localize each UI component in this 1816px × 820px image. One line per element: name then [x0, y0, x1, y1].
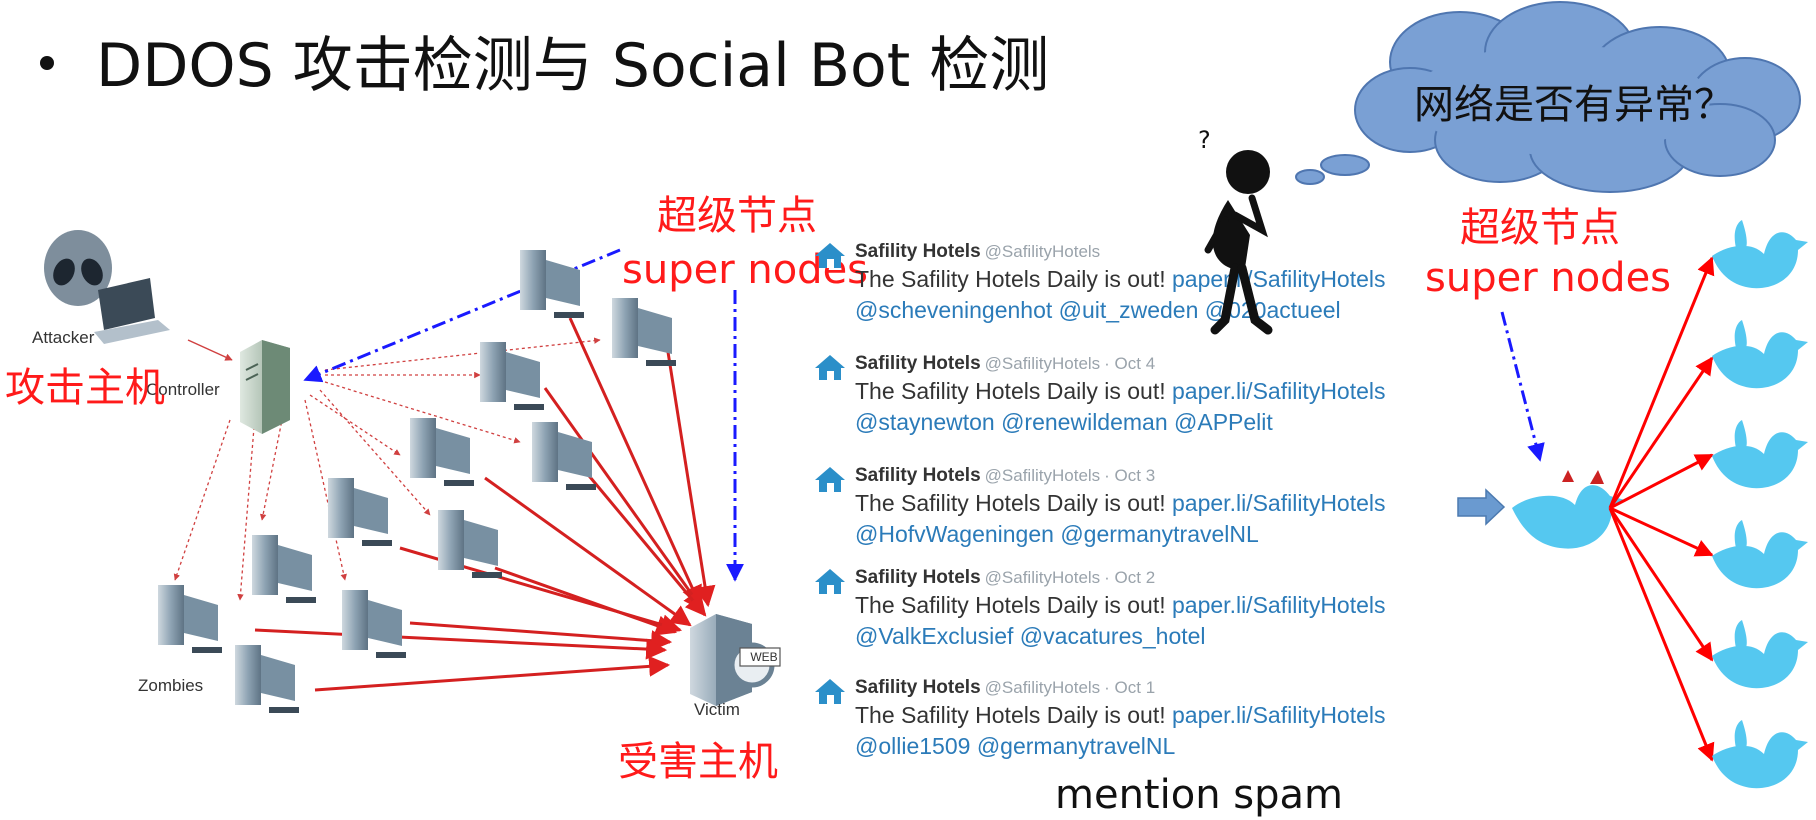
- attacker-icon: [44, 230, 170, 344]
- tweet-link[interactable]: paper.li/SafilityHotels: [1172, 702, 1386, 728]
- tweet-text: The Safility Hotels Daily is out!: [855, 490, 1166, 516]
- controller-label: Controller: [146, 380, 220, 399]
- attack-host-label: 攻击主机: [5, 365, 165, 411]
- tweet-author: Safility Hotels: [855, 241, 981, 262]
- tweet-author: Safility Hotels: [855, 465, 981, 486]
- tweet-item: Safility Hotels@SafilityHotels· Oct 4 Th…: [815, 352, 1455, 438]
- hotel-avatar-icon: [815, 355, 845, 380]
- tweet-date: · Oct 3: [1104, 466, 1156, 485]
- attacker-to-controller-arrow: [187, 339, 233, 361]
- hotel-avatar-icon: [815, 243, 845, 268]
- fanout-arrows: [1608, 256, 1715, 762]
- tweet-handle: @SafilityHotels: [984, 242, 1101, 261]
- tweet-link[interactable]: paper.li/SafilityHotels: [1172, 490, 1386, 516]
- tweet-author: Safility Hotels: [855, 677, 981, 698]
- controller-command-arrows: [173, 337, 601, 601]
- tweet-item: Safility Hotels@SafilityHotels The Safil…: [815, 240, 1455, 326]
- victim-server-icon: [690, 614, 781, 706]
- thought-cloud-icon: [1295, 1, 1801, 193]
- slide-title-row: DDOS 攻击检测与 Social Bot 检测: [40, 20, 1049, 101]
- super-node-pointer-arrow: [1500, 311, 1545, 462]
- tweet-handle: @SafilityHotels: [984, 678, 1101, 697]
- controller-server-icon: [240, 340, 290, 434]
- tweet-link[interactable]: paper.li/SafilityHotels: [1172, 592, 1386, 618]
- tweet-date: · Oct 1: [1104, 678, 1156, 697]
- tweet-text: The Safility Hotels Daily is out!: [855, 592, 1166, 618]
- victim-label: Victim: [694, 700, 740, 719]
- bot-bird-icon: [1512, 470, 1625, 549]
- tweet-mentions[interactable]: @staynewton @renewildeman @APPelit: [855, 409, 1273, 435]
- svg-text:?: ?: [1198, 126, 1211, 154]
- tweet-mentions[interactable]: @ValkExclusief @vacatures_hotel: [855, 623, 1206, 649]
- tweet-text: The Safility Hotels Daily is out!: [855, 378, 1166, 404]
- super-nodes-label-zh: 超级节点: [657, 193, 817, 239]
- hotel-avatar-icon: [815, 679, 845, 704]
- tweet-handle: @SafilityHotels: [984, 466, 1101, 485]
- cloud-question: 网络是否有异常？: [1414, 82, 1734, 128]
- attacker-label: Attacker: [32, 328, 95, 347]
- bullet-icon: [40, 56, 54, 70]
- zombies-label: Zombies: [138, 676, 204, 695]
- tweet-text: The Safility Hotels Daily is out!: [855, 702, 1166, 728]
- thinking-person-icon: ?: [1198, 126, 1273, 335]
- web-badge: WEB: [750, 650, 778, 664]
- mention-spam-caption: mention spam: [1055, 772, 1343, 818]
- follower-birds: [1712, 220, 1808, 789]
- tweet-author: Safility Hotels: [855, 353, 981, 374]
- tweet-item: Safility Hotels@SafilityHotels· Oct 3 Th…: [815, 464, 1455, 550]
- zombie-machines: [158, 250, 676, 713]
- tweet-item: Safility Hotels@SafilityHotels· Oct 1 Th…: [815, 676, 1455, 762]
- block-arrow-icon: [1457, 488, 1506, 526]
- tweet-date: · Oct 4: [1104, 354, 1156, 373]
- tweet-item: Safility Hotels@SafilityHotels· Oct 2 Th…: [815, 566, 1455, 652]
- slide-title: DDOS 攻击检测与 Social Bot 检测: [96, 30, 1050, 101]
- tweet-author: Safility Hotels: [855, 567, 981, 588]
- tweet-handle: @SafilityHotels: [984, 354, 1101, 373]
- tweet-handle: @SafilityHotels: [984, 568, 1101, 587]
- tweet-text: The Safility Hotels Daily is out!: [855, 266, 1166, 292]
- bot-super-nodes-label-en: super nodes: [1425, 255, 1672, 301]
- victim-host-label: 受害主机: [618, 739, 778, 785]
- hotel-avatar-icon: [815, 467, 845, 492]
- bot-super-nodes-label-zh: 超级节点: [1460, 205, 1620, 251]
- tweet-link[interactable]: paper.li/SafilityHotels: [1172, 266, 1386, 292]
- tweet-mentions[interactable]: @HofvWageningen @germanytravelNL: [855, 521, 1259, 547]
- tweet-date: · Oct 2: [1104, 568, 1156, 587]
- tweet-mentions[interactable]: @ollie1509 @germanytravelNL: [855, 733, 1176, 759]
- tweet-link[interactable]: paper.li/SafilityHotels: [1172, 378, 1386, 404]
- hotel-avatar-icon: [815, 569, 845, 594]
